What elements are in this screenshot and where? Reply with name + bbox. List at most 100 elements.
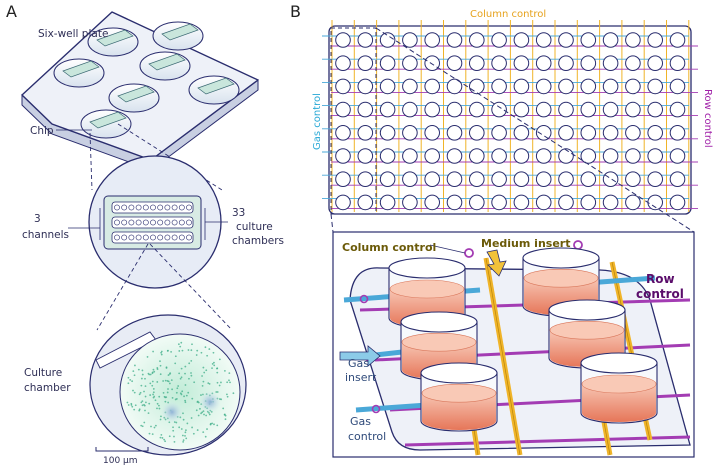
culture-well <box>491 125 507 141</box>
six-well-plate <box>21 11 259 171</box>
cylinder-rim <box>388 257 466 279</box>
culture-well <box>558 78 574 95</box>
culture-well <box>424 125 441 141</box>
cylinder-rim <box>580 352 658 374</box>
cell-speck <box>127 404 130 406</box>
cell-speck <box>153 426 156 429</box>
cell-speck <box>185 429 187 432</box>
cell-speck <box>140 424 143 427</box>
cell-speck <box>183 395 185 398</box>
cell-speck <box>144 409 146 412</box>
culture-chamber-illustration <box>89 314 247 456</box>
column-channel-edge <box>485 257 521 456</box>
cell-speck <box>141 373 144 376</box>
cell-speck <box>202 431 205 434</box>
cell-speck <box>166 380 169 382</box>
culture-chamber-dot <box>164 234 171 241</box>
culture-well <box>647 55 664 72</box>
cell-speck <box>191 343 193 346</box>
cell-speck <box>195 409 198 412</box>
chambers-bracket <box>204 208 228 240</box>
chambers-label-line2: chambers <box>232 235 284 247</box>
culture-well <box>402 125 418 141</box>
cell-speck <box>216 381 219 384</box>
culture-well <box>424 194 441 211</box>
cell-speck <box>182 418 185 421</box>
culture-chamber-dot <box>171 204 178 211</box>
cell-speck <box>164 379 167 382</box>
culture-well <box>647 148 664 164</box>
culture-well <box>446 125 463 141</box>
cell-speck <box>168 382 171 385</box>
culture-well <box>669 148 686 164</box>
culture-well <box>424 32 441 48</box>
cell-speck <box>188 377 190 380</box>
cell-speck <box>139 391 142 394</box>
culture-well <box>402 32 418 48</box>
cell-speck <box>164 400 167 403</box>
well-grid <box>322 20 698 215</box>
cell-speck <box>141 404 144 407</box>
cell-speck <box>159 364 162 367</box>
culture-well <box>580 148 597 164</box>
cell-speck <box>170 350 173 353</box>
panel-b-letter: B <box>290 2 301 21</box>
culture-well <box>580 194 597 211</box>
cell-speck <box>167 388 169 390</box>
culture-well <box>602 171 619 187</box>
cylinder-rim <box>420 362 498 384</box>
cell-speck <box>213 364 216 367</box>
culture-well <box>669 32 686 48</box>
culture-well <box>335 148 351 164</box>
culture-well <box>402 78 418 95</box>
cell-speck <box>180 341 183 344</box>
cell-nucleus <box>161 401 183 423</box>
culture-well-cylinder <box>420 362 498 432</box>
cell-speck <box>146 356 149 358</box>
cell-speck <box>172 426 174 429</box>
plate-chips <box>62 23 235 129</box>
scale-bar <box>95 447 149 452</box>
cell-speck <box>147 412 150 415</box>
cell-speck <box>216 371 219 374</box>
culture-well <box>491 194 507 211</box>
culture-chamber-dot <box>171 234 178 241</box>
culture-well <box>513 78 530 95</box>
culture-well <box>335 32 351 48</box>
culture-well <box>491 55 507 72</box>
culture-well <box>402 55 418 72</box>
culture-well <box>379 148 396 164</box>
cell-speck <box>145 401 147 404</box>
cell-speck <box>185 437 188 440</box>
plate-label: Six-well plate <box>38 28 108 40</box>
cell-speck <box>174 362 177 365</box>
cell-speck <box>149 382 152 385</box>
culture-well <box>379 32 396 48</box>
cell-speck <box>222 407 225 410</box>
row-control-label: Row control <box>702 89 713 148</box>
cell-speck <box>169 372 172 375</box>
cell-speck <box>163 438 166 441</box>
cell-speck <box>190 417 193 419</box>
cell-speck <box>202 366 205 369</box>
medium-surface <box>421 383 497 403</box>
culture-well <box>558 171 574 187</box>
culture-well <box>357 101 374 118</box>
culture-well <box>580 32 597 48</box>
culture-chamber-dot <box>150 219 156 226</box>
cell-speck <box>160 353 163 356</box>
culture-chamber-dot <box>114 204 120 211</box>
culture-well <box>446 32 463 48</box>
cell-speck <box>184 399 187 402</box>
cell-speck <box>165 366 168 369</box>
channels-label: channels <box>22 229 69 241</box>
cell-speck <box>201 375 203 377</box>
culture-well <box>535 101 552 118</box>
culture-chamber-dot <box>164 204 171 211</box>
cell-speck <box>148 432 151 435</box>
selection-box <box>330 27 377 215</box>
medium-surface <box>581 374 657 394</box>
cell-speck <box>160 433 163 436</box>
cell-speck <box>167 374 170 376</box>
